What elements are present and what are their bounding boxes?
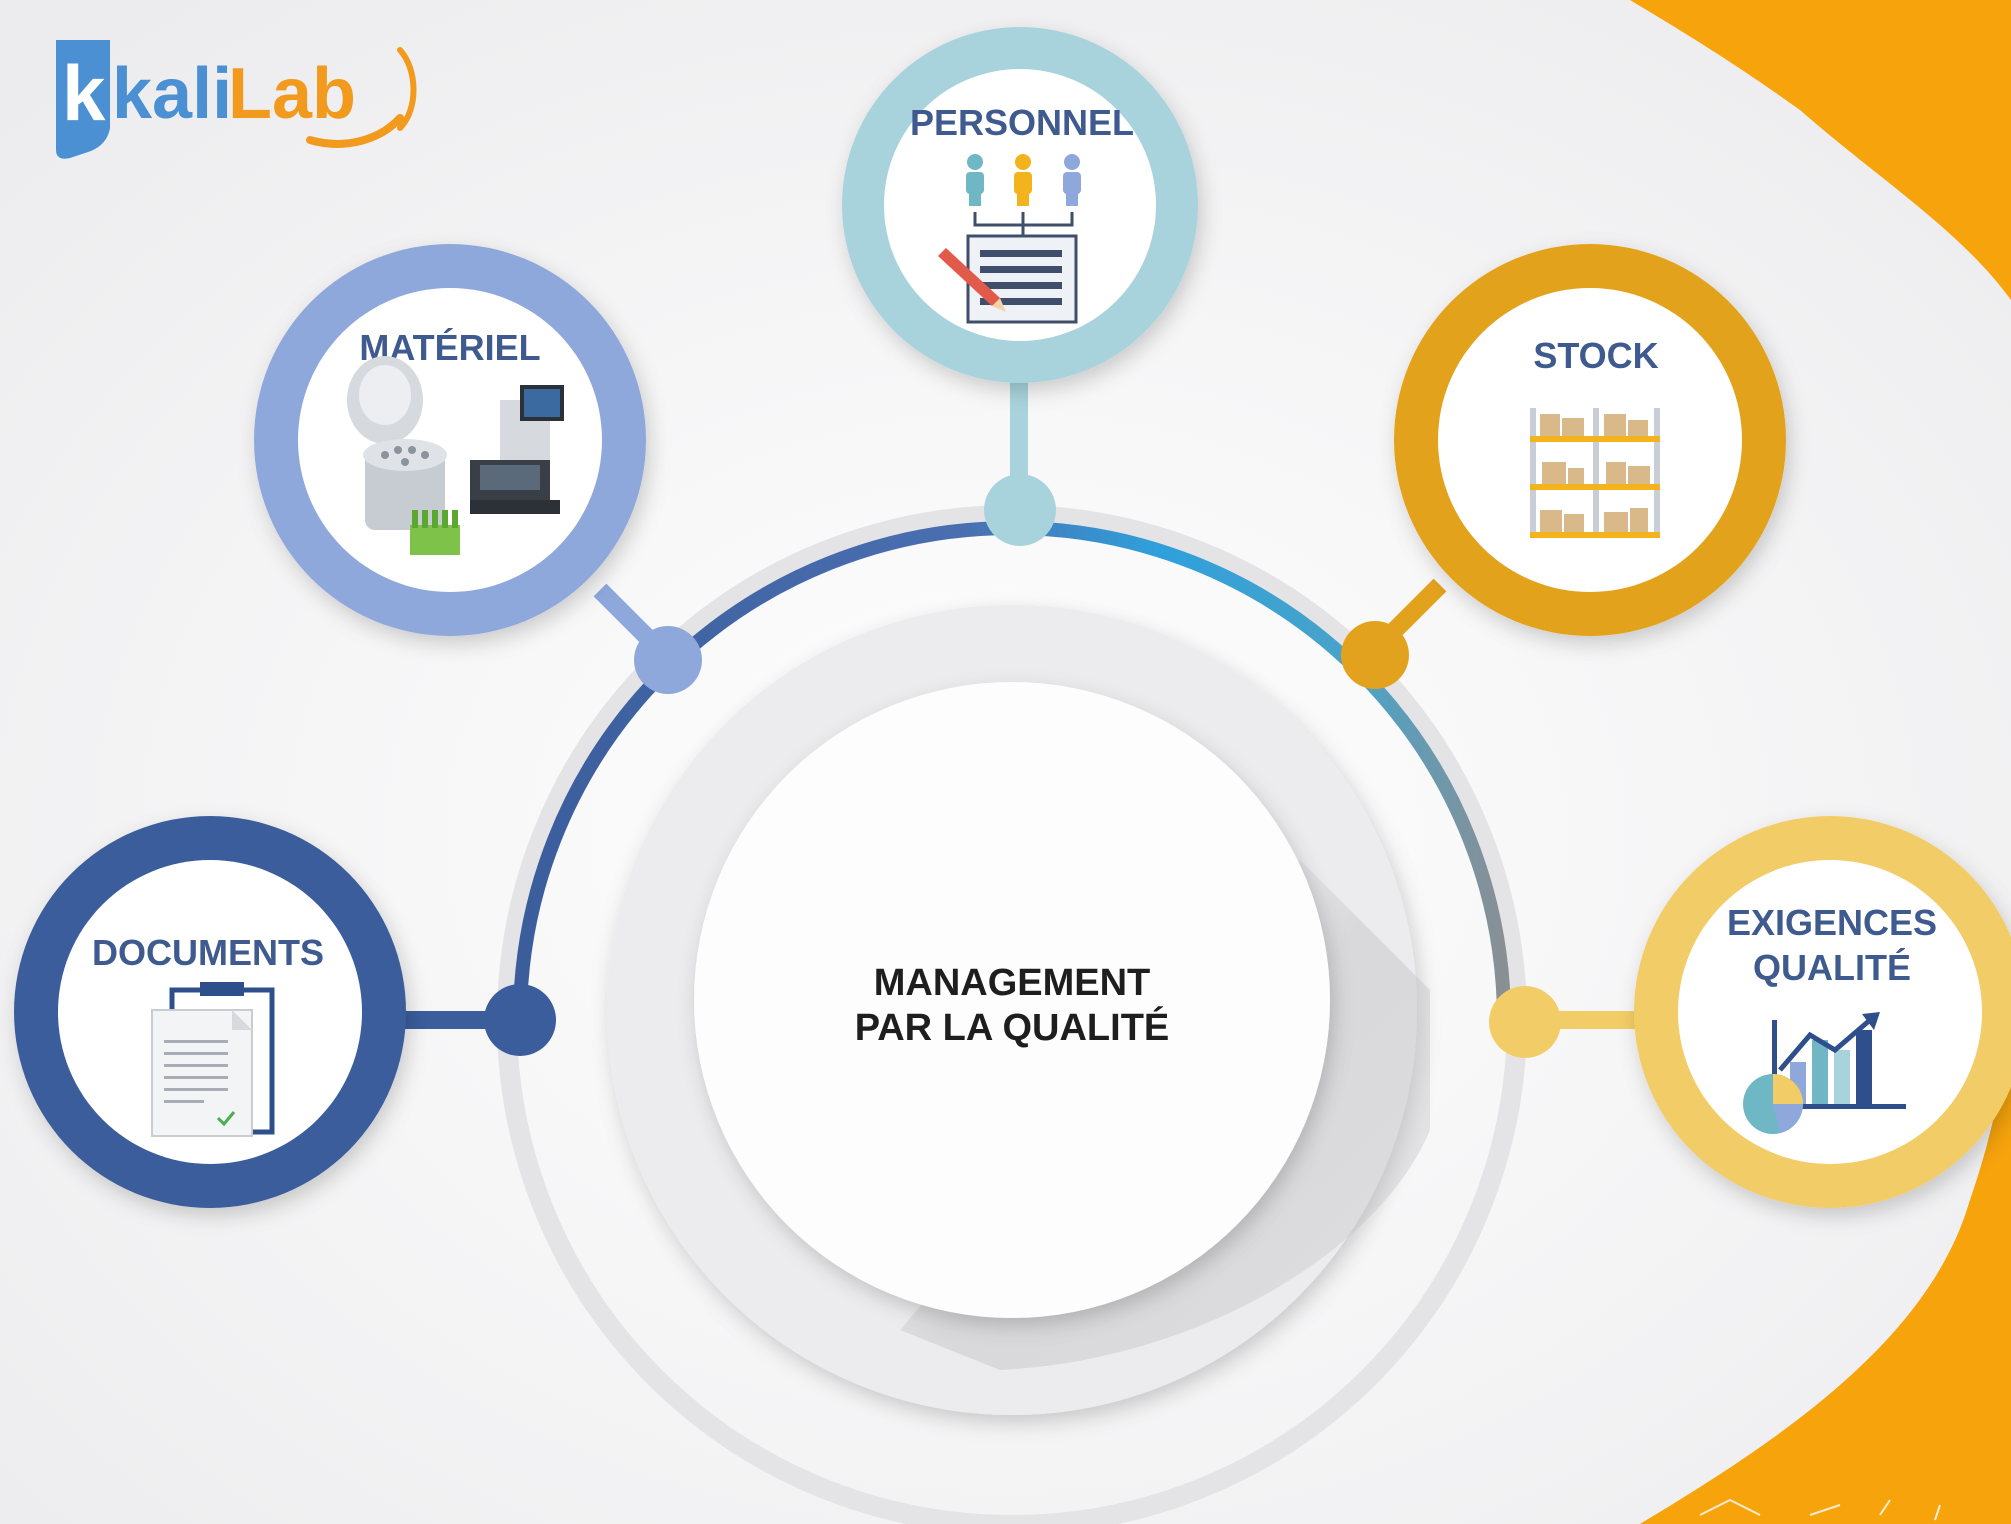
center-disk xyxy=(607,605,1430,1415)
node-materiel: MATÉRIEL xyxy=(254,244,702,694)
exigences-joint-dot xyxy=(1489,986,1561,1058)
materiel-joint-dot xyxy=(634,626,702,694)
node-personnel: PERSONNEL xyxy=(842,27,1198,546)
kalilab-logo: k kali Lab xyxy=(56,40,417,159)
logo-text-kali: kali xyxy=(112,54,232,134)
logo-smile-swoosh xyxy=(306,114,404,148)
node-stock: STOCK xyxy=(1341,244,1786,689)
logo-bracket xyxy=(397,47,417,131)
node-exigences-qualite: EXIGENCES QUALITÉ xyxy=(1489,816,2011,1208)
stock-joint-dot xyxy=(1341,621,1409,689)
logo-k-letter: k xyxy=(62,49,106,137)
personnel-label: PERSONNEL xyxy=(910,102,1134,143)
node-documents: DOCUMENTS xyxy=(14,816,556,1208)
lab-analyzer-icon xyxy=(347,356,564,555)
clipboard-document-icon xyxy=(151,982,275,1137)
logo-text-lab: Lab xyxy=(228,54,356,134)
exigences-label-line1: EXIGENCES xyxy=(1727,902,1937,943)
exigences-label-line2: QUALITÉ xyxy=(1753,947,1911,988)
personnel-joint-dot xyxy=(984,474,1056,546)
center-title-line2: PAR LA QUALITÉ xyxy=(855,1005,1170,1049)
org-chart-icon xyxy=(938,154,1081,324)
stock-label: STOCK xyxy=(1533,335,1658,376)
bar-chart-icon xyxy=(1743,1012,1906,1134)
center-title-line1: MANAGEMENT xyxy=(874,962,1151,1004)
orange-corner-bottom xyxy=(1640,1200,2011,1524)
logo-k-shape xyxy=(56,40,110,159)
corner-decoration xyxy=(1699,1498,1941,1521)
documents-joint-dot xyxy=(484,984,556,1056)
warehouse-shelves-icon xyxy=(1530,408,1660,538)
documents-label: DOCUMENTS xyxy=(92,932,324,973)
